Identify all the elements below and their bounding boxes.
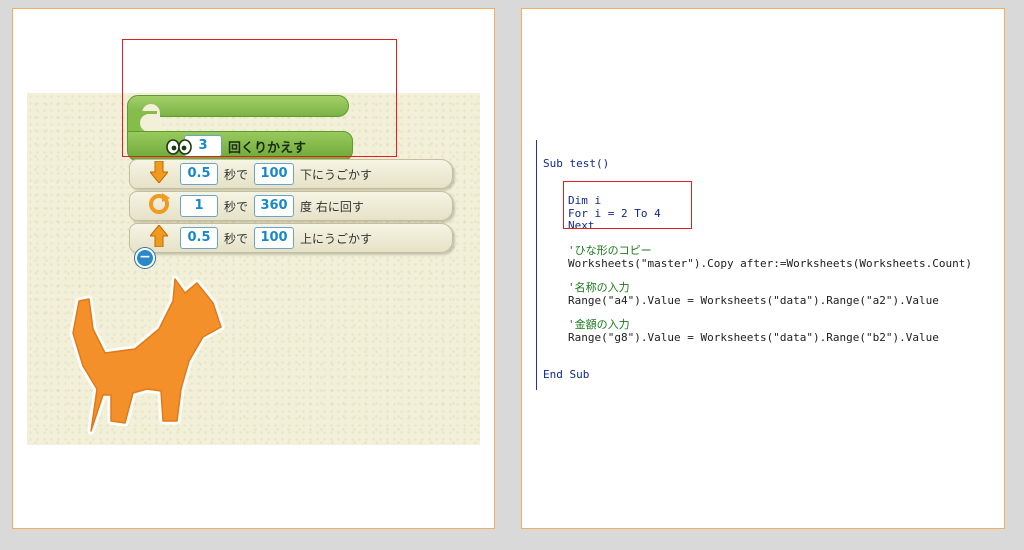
action-label: 度 右に回す xyxy=(300,199,364,214)
code-line-sub: Sub test() xyxy=(543,157,610,170)
seconds-input[interactable]: 0.5 xyxy=(180,163,218,185)
orange-cat-icon xyxy=(69,275,225,435)
repeat-block-footer: 3 回くりかえす xyxy=(127,131,353,161)
rotate-right-block[interactable]: 1 秒で 360 度 右に回す xyxy=(129,191,453,221)
code-line-for: For i = 2 To 4 xyxy=(568,207,661,220)
seconds-label: 秒で xyxy=(224,167,249,182)
minus-circle-icon[interactable]: − xyxy=(135,248,155,268)
code-line-next: Next xyxy=(568,219,595,232)
scratch-panel: 3 回くりかえす 0.5 秒で 100 下にうごかす 1 秒で 360 度 右に… xyxy=(12,8,495,529)
code-line-amount: Range("g8").Value = Worksheets("data").R… xyxy=(568,331,939,344)
degrees-input[interactable]: 360 xyxy=(254,195,295,217)
seconds-label: 秒で xyxy=(224,231,249,246)
seconds-input[interactable]: 0.5 xyxy=(180,227,218,249)
arrow-up-icon xyxy=(144,223,174,252)
action-label: 下にうごかす xyxy=(300,167,373,182)
seconds-label: 秒で xyxy=(224,199,249,214)
code-comment: 'ひな形のコピー xyxy=(568,244,652,257)
loop-eyes-icon xyxy=(166,138,192,160)
vba-code-editor[interactable]: Sub test() Dim i For i = 2 To 4 Next 'ひな… xyxy=(536,140,976,390)
rotate-right-icon xyxy=(144,192,174,220)
code-panel: Sub test() Dim i For i = 2 To 4 Next 'ひな… xyxy=(521,8,1005,529)
code-line-dim: Dim i xyxy=(568,194,602,207)
repeat-label: 回くりかえす xyxy=(228,140,307,156)
distance-input[interactable]: 100 xyxy=(254,163,295,185)
repeat-block[interactable]: 3 回くりかえす xyxy=(127,95,353,161)
code-comment: '名称の入力 xyxy=(568,281,630,294)
code-line-end-sub: End Sub xyxy=(543,368,590,381)
move-up-block[interactable]: 0.5 秒で 100 上にうごかす xyxy=(129,223,453,253)
repeat-block-top xyxy=(127,95,349,118)
move-down-block[interactable]: 0.5 秒で 100 下にうごかす xyxy=(129,159,453,189)
code-line-name: Range("a4").Value = Worksheets("data").R… xyxy=(568,294,939,307)
action-label: 上にうごかす xyxy=(300,231,373,246)
distance-input[interactable]: 100 xyxy=(254,227,295,249)
code-comment: '金額の入力 xyxy=(568,318,630,331)
code-line-copy: Worksheets("master").Copy after:=Workshe… xyxy=(568,257,972,270)
seconds-input[interactable]: 1 xyxy=(180,195,218,217)
arrow-down-icon xyxy=(144,160,174,188)
